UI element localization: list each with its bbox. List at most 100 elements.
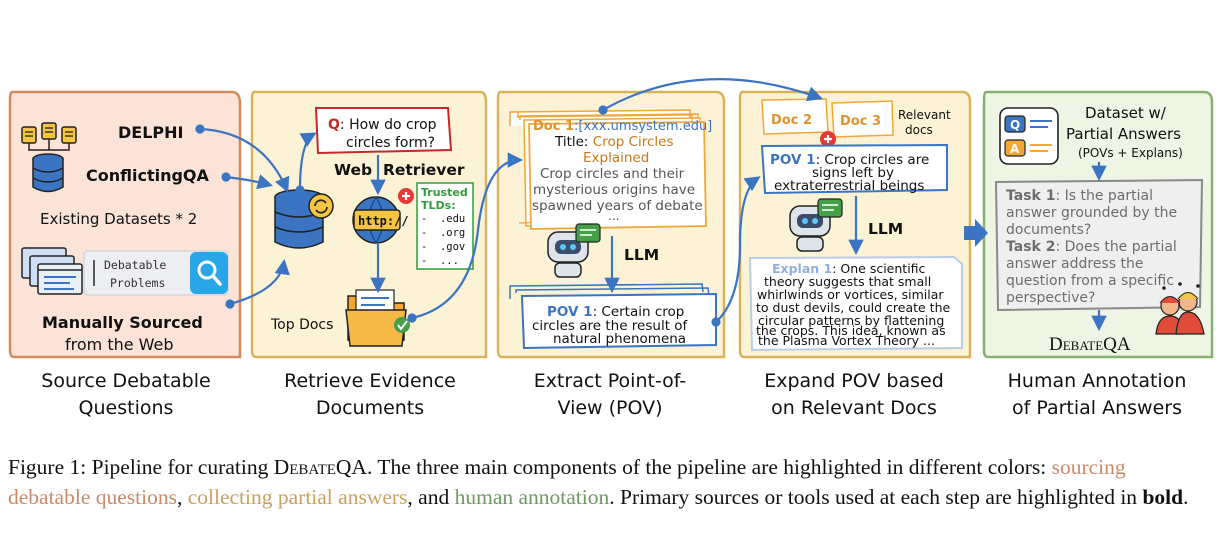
dataset-line3: (POVs + Explans) [1078,146,1183,160]
pov1-expanded-box: POV 1: Crop circles are signs left by ex… [760,143,948,195]
llm-label: LLM [868,220,903,238]
task2-line4: perspective? [1006,290,1095,306]
trusted-tlds-box: Trusted TLDs: - .edu - .org - .gov - ... [416,182,474,270]
web-retriever-label: Web Retriever [334,161,465,179]
pipeline-diagram: DELPHI ConflictingQA Existing Datasets *… [8,78,1214,359]
svg-text:Doc 1:[xxx.umsystem.edu]: Doc 1:[xxx.umsystem.edu] [533,119,712,134]
explan1-line4: to dust devils, could create the [756,300,950,315]
web-pages-icon [21,247,83,295]
doc2-card: Doc 2 [761,98,829,135]
svg-text:Q: How do crop: Q: How do crop [328,117,437,133]
tld-item: - .edu [421,213,465,225]
doc-body-line2: mysterious origins have [533,182,695,198]
http-label: http:// [358,214,409,228]
database-icon [32,153,64,193]
debatable-problems-searchbar: Debatable Problems [83,250,229,296]
caption-part: . Primary sources or tools used at each … [609,485,1143,509]
svg-text:POV 1: Crop circles are: POV 1: Crop circles are [770,152,929,168]
caption-dataset-name: DebateQA [273,455,367,479]
pov1-line2: circles are the result of [532,318,689,334]
question-line1: : How do crop [340,117,437,133]
caption-highlight-collecting: collecting partial answers [187,485,408,509]
question-prefix: Q [328,117,340,133]
caption-highlight-annotation: human annotation [454,485,610,509]
explan1-line5: circular patterns by flattening [758,313,944,328]
doc-stack [509,109,707,230]
caption-highlight-sourcing: sourcing debatable questions [8,455,1126,509]
caption-part: . The three main components of the pipel… [366,455,1052,479]
delphi-label: DELPHI [118,123,183,142]
task1-label: Task 1 [1006,188,1055,204]
tld-item: - .org [421,227,465,239]
caption-part: , [176,485,188,509]
task1-line2: answer grounded by the [1006,205,1177,221]
trusted-line2: TLDs: [421,199,456,212]
documents-icon [21,122,77,151]
debatable-line2: Problems [110,276,165,290]
stage-title-expand: Expand POV based on Relevant Docs [764,370,944,419]
pov1-exp-line1: : Crop circles are [816,152,930,168]
refresh-icon [308,193,334,219]
add-filter-icon [398,188,414,204]
to-annotation-arrow [964,219,988,247]
add-icon [820,131,836,147]
stage-title-retrieve: Retrieve Evidence Documents [284,370,456,419]
a-icon-letter: A [1010,142,1020,156]
pov1-line3: natural phenomena [553,331,686,347]
dataset-line1: Dataset w/ [1085,104,1167,122]
doc1-label: Doc 1 [533,119,574,134]
folder-icon [345,289,410,347]
task2-label: Task 2 [1006,239,1055,255]
figure-caption: Figure 1: Pipeline for curating DebateQA… [8,452,1213,512]
qa-card-icon: Q A [999,107,1059,165]
doc1-url: :[xxx.umsystem.edu] [574,119,712,134]
top-docs-label: Top Docs [270,317,333,333]
annotators-icon [1155,282,1205,335]
conflictingqa-label: ConflictingQA [86,166,210,185]
existing-datasets-label: Existing Datasets * 2 [40,210,197,228]
doc-body-line3: spawned years of debate [532,198,703,214]
check-icon [394,317,410,333]
caption-part: . [1183,485,1189,509]
title-value-line1: Crop Circles [593,134,674,150]
q-icon-letter: Q [1010,118,1020,132]
svg-text:Task 1: Is the partial: Task 1: Is the partial [1006,188,1153,204]
doc-body-line4: ... [608,209,619,223]
caption-part: , and [407,485,455,509]
relevant-docs-line2: docs [905,123,933,137]
explan1-line7: the Plasma Vortex Theory ... [758,333,935,348]
doc2-label: Doc 2 [771,113,812,128]
pov1-exp-line2: signs left by [812,165,894,181]
relevant-docs-line1: Relevant [898,108,951,122]
stage-title-extract: Extract Point-of- View (POV) [533,370,687,419]
search-icon [197,260,217,280]
robot-icon [789,198,843,252]
title-value-line2: Explained [583,150,649,166]
stage-title-annotation: Human Annotation of Partial Answers [1007,370,1187,419]
svg-text:Explan 1: One scientific: Explan 1: One scientific [772,261,926,276]
explan1-label: Explan 1 [772,261,832,276]
svg-text:Title: Crop Circles: Title: Crop Circles [554,134,674,150]
task2-line3: question from a specific [1006,273,1174,289]
trusted-line1: Trusted [421,186,468,199]
svg-text:POV 1: Certain crop: POV 1: Certain crop [547,304,684,320]
retriever-database-icon [274,189,334,249]
tld-item: - ... [421,255,459,267]
explan1-line2: theory suggests that small [764,274,931,289]
title-label: Title: [554,134,593,150]
annotation-tasks-box: Task 1: Is the partial answer grounded b… [994,178,1204,312]
manual-label-line2: from the Web [65,335,174,354]
caption-bold: bold [1142,485,1184,509]
doc3-label: Doc 3 [840,114,881,129]
explan1-box: Explan 1: One scientific theory suggests… [748,255,963,352]
stage-title-source: Source Debatable Questions [41,370,211,419]
doc3-card: Doc 3 [831,100,894,138]
flow-arrows [195,78,1107,332]
explan1-line3: whirlwinds or vortices, similar [757,287,944,302]
task1-line3: documents? [1006,222,1091,238]
globe-http-icon: http:// [352,196,409,245]
tld-item: - .gov [421,241,465,253]
doc-body-line1: Crop circles and their [540,166,685,182]
pov1-line1: : Certain crop [593,304,685,320]
explan1-line6: the crops. This idea, known as [756,323,946,338]
